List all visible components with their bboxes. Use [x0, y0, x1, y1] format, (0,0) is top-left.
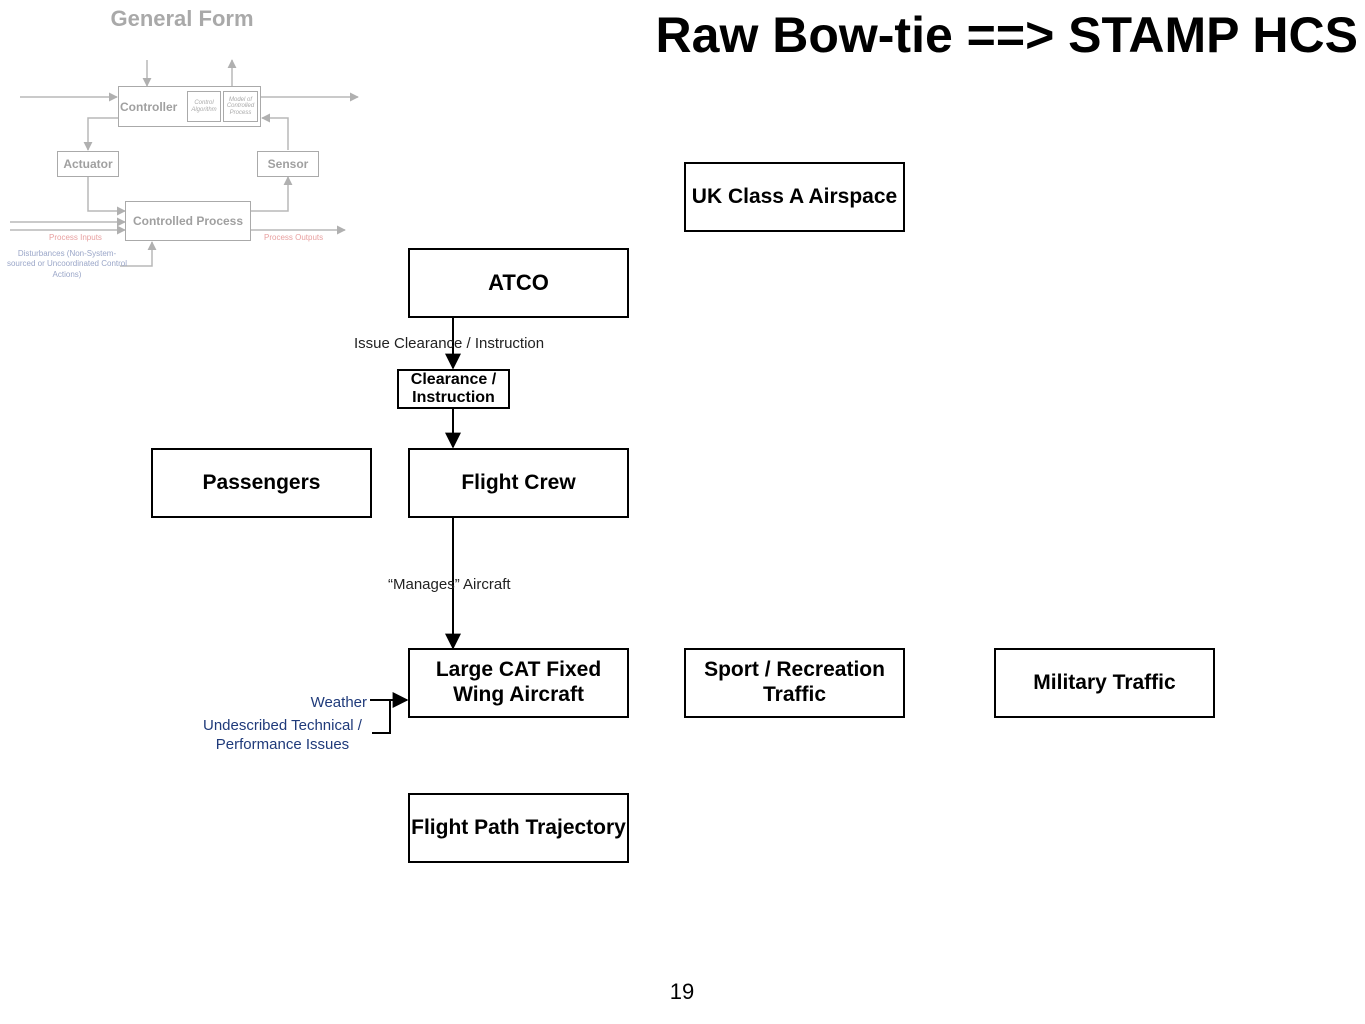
gf-controller-label: Controller	[120, 99, 178, 114]
gf-sensor-box: Sensor	[257, 151, 319, 177]
aircraft-box: Large CAT Fixed Wing Aircraft	[408, 648, 629, 718]
gf-control-algorithm: Control Algorithm	[187, 91, 221, 122]
gf-disturbance-arrow	[120, 241, 157, 267]
page-number: 19	[669, 979, 695, 1004]
general-form-title: General Form	[110, 6, 254, 31]
gf-process-sensor	[251, 176, 293, 212]
issue-clearance-label: Issue Clearance / Instruction	[354, 335, 545, 352]
disturbance-bracket	[370, 699, 391, 734]
passengers-box: Passengers	[151, 448, 372, 518]
gf-process-model: Model of Controlled Process	[223, 91, 258, 122]
gf-sensor-controller	[261, 113, 289, 150]
weather-label: Weather	[310, 694, 367, 711]
sport-traffic-box: Sport / Recreation Traffic	[684, 648, 905, 718]
gf-disturbances-label: Disturbances (Non-System-sourced or Unco…	[6, 249, 128, 279]
technical-issues-label: Undescribed Technical / Performance Issu…	[203, 717, 362, 753]
atco-box: ATCO	[408, 248, 629, 318]
gf-controller-actuator	[83, 117, 118, 151]
flight-crew-box: Flight Crew	[408, 448, 629, 518]
clearance-box: Clearance / Instruction	[397, 369, 510, 409]
gf-controller-box: Controller	[118, 86, 261, 127]
flight-path-box: Flight Path Trajectory	[408, 793, 629, 863]
gf-process-inputs-label: Process Inputs	[49, 233, 102, 242]
page-title: Raw Bow-tie ==> STAMP HCS	[655, 7, 1358, 63]
gf-controlled-process-box: Controlled Process	[125, 201, 251, 241]
uk-airspace-box: UK Class A Airspace	[684, 162, 905, 232]
manages-aircraft-label: “Manages” Aircraft	[388, 576, 511, 593]
military-traffic-box: Military Traffic	[994, 648, 1215, 718]
gf-actuator-process	[87, 177, 126, 216]
gf-process-outputs-label: Process Outputs	[264, 233, 324, 242]
gf-actuator-box: Actuator	[57, 151, 119, 177]
